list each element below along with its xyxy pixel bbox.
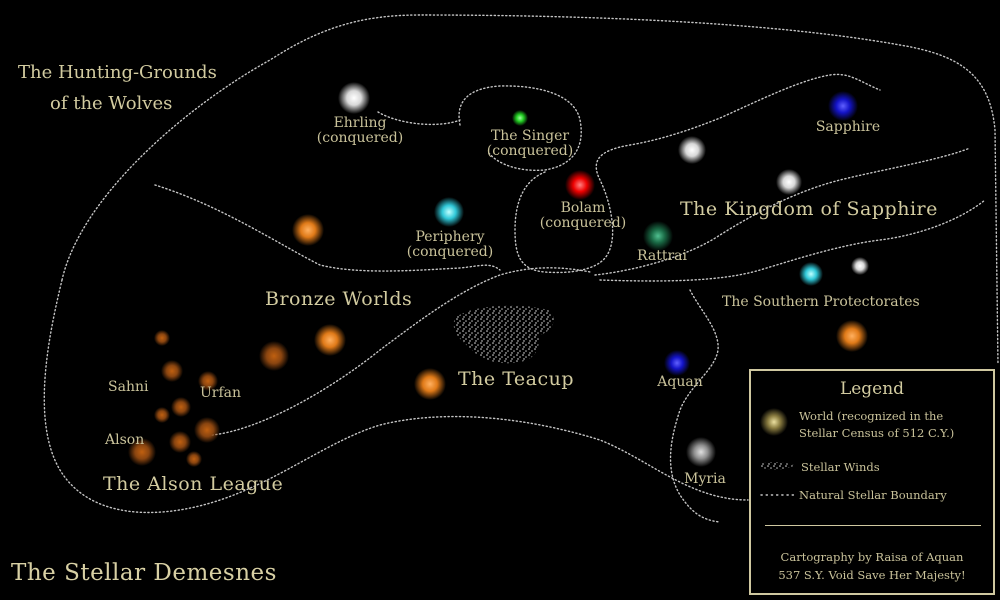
label-myria: Myria — [684, 471, 726, 487]
legend-credit-line2: 537 S.Y. Void Save Her Majesty! — [778, 567, 966, 582]
world-aquan — [664, 350, 690, 376]
world-ehrling — [338, 82, 370, 114]
world-sapphire — [828, 91, 858, 121]
ehrling-loop — [377, 111, 461, 126]
world-alson-e — [154, 407, 170, 423]
legend-world-text: World (recognized in the Stellar Census … — [799, 408, 954, 441]
label-singer-note: (conquered) — [486, 142, 574, 159]
legend-winds-icon — [757, 462, 795, 470]
aquan-path — [669, 289, 721, 523]
legend-divider — [765, 525, 981, 526]
world-bronze-1 — [314, 324, 346, 356]
singer-loop — [458, 85, 582, 172]
world-southern-cyan — [799, 262, 823, 286]
label-sapphire: Sapphire — [815, 119, 881, 135]
legend-world-line1: World (recognized in the — [799, 409, 944, 423]
world-alson-d — [171, 397, 191, 417]
label-bolam-note: (conquered) — [539, 214, 627, 231]
label-periphery-note: (conquered) — [406, 243, 494, 260]
world-alson-c — [198, 371, 218, 391]
legend-world-icon — [760, 408, 788, 436]
world-teacup-bronze — [414, 368, 446, 400]
world-alson-h — [186, 451, 202, 467]
label-singer-name: The Singer — [490, 128, 570, 144]
world-southern-bronze — [836, 320, 868, 352]
sapphire-arc — [594, 147, 971, 276]
world-alson-b — [161, 360, 183, 382]
world-bronze-2 — [259, 341, 289, 371]
legend-boundary-icon — [760, 494, 798, 496]
southern-arc — [599, 199, 986, 282]
label-wolves-line1: The Hunting-Grounds — [18, 62, 217, 83]
legend: Legend World (recognized in the Stellar … — [749, 369, 995, 595]
world-rattrai — [643, 221, 673, 251]
label-alson: Alson — [105, 432, 145, 448]
label-alson-league: The Alson League — [103, 473, 284, 495]
label-singer: The Singer (conquered) — [475, 129, 585, 158]
world-singer — [512, 110, 528, 126]
world-sapphire-white-1 — [678, 136, 706, 164]
world-wolves-bronze — [292, 214, 324, 246]
map-title: The Stellar Demesnes — [11, 560, 277, 586]
world-alson-g — [169, 431, 191, 453]
world-southern-white — [851, 257, 869, 275]
bronze-divider — [211, 267, 591, 436]
legend-credit-line1: Cartography by Raisa of Aquan — [780, 550, 964, 564]
label-kingdom-sapphire: The Kingdom of Sapphire — [680, 198, 938, 220]
label-bolam-name: Bolam — [560, 200, 606, 216]
label-teacup: The Teacup — [458, 368, 575, 390]
label-wolves-line2: of the Wolves — [50, 93, 173, 114]
label-ehrling: Ehrling (conquered) — [310, 116, 410, 145]
teacup-winds — [453, 305, 554, 364]
legend-world-line2: Stellar Census of 512 C.Y.) — [799, 425, 955, 440]
world-myria — [686, 437, 716, 467]
world-alson-f — [194, 417, 220, 443]
label-ehrling-name: Ehrling — [333, 115, 387, 131]
wolves-border — [154, 184, 501, 272]
legend-title: Legend — [839, 379, 905, 399]
legend-winds-text: Stellar Winds — [801, 460, 880, 474]
outer-boundary — [61, 14, 999, 366]
world-sapphire-white-2 — [776, 169, 802, 195]
label-aquan: Aquan — [657, 374, 703, 390]
label-periphery: Periphery (conquered) — [400, 230, 500, 259]
label-bronze-worlds: Bronze Worlds — [265, 288, 413, 310]
legend-credit: Cartography by Raisa of Aquan 537 S.Y. V… — [757, 549, 987, 585]
world-alson — [128, 438, 156, 466]
world-bolam — [565, 170, 595, 200]
label-sahni: Sahni — [108, 379, 149, 395]
label-southern: The Southern Protectorates — [722, 294, 920, 310]
bolam-path — [514, 73, 881, 274]
label-bolam: Bolam (conquered) — [533, 201, 633, 230]
label-periphery-name: Periphery — [415, 229, 485, 245]
label-urfan: Urfan — [200, 385, 242, 401]
world-periphery — [434, 197, 464, 227]
legend-boundary-text: Natural Stellar Boundary — [799, 488, 947, 502]
label-rattrai: Rattrai — [637, 248, 687, 264]
label-ehrling-note: (conquered) — [316, 129, 404, 146]
world-alson-a — [154, 330, 170, 346]
